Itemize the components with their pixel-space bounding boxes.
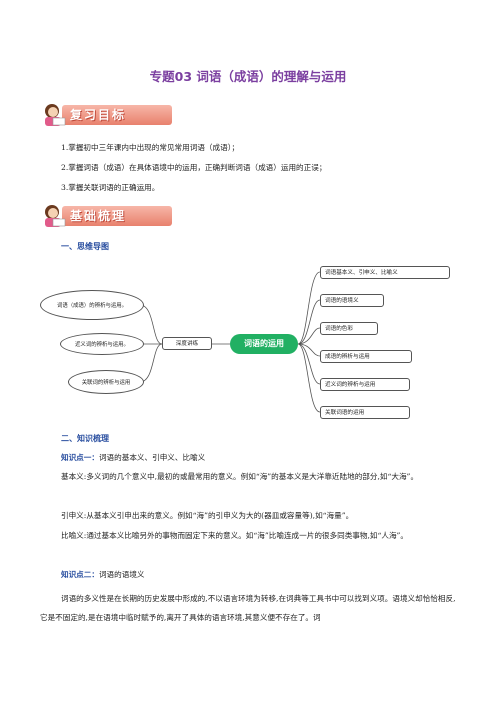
banner-label: 基础梳理 [70, 209, 127, 223]
knowledge-point-title: 词语的语境义 [98, 570, 145, 579]
mindmap-center-node: 词语的运用 [230, 334, 298, 354]
mindmap-right-node: 关联词语的运用 [320, 406, 410, 419]
mindmap-right-node: 近义词的辨析与运用 [320, 378, 410, 391]
paragraph: 基本义:多义词的几个意义中,最初的或最常用的意义。例如“海”的基本义是大洋靠近陆… [61, 472, 419, 481]
paragraph: 引申义:从基本义引申出来的意义。例如“海”的引申义为大的(器皿或容量等),如“海… [61, 511, 354, 520]
banner-label: 复习目标 [70, 108, 127, 122]
goal-item: 2.掌握词语（成语）在具体语境中的运用，正确判断词语（成语）运用的正误； [61, 163, 327, 172]
knowledge-point-heading: 知识点一：词语的基本义、引申义、比喻义 [61, 452, 205, 463]
mindmap-right-node: 词语的色彩 [320, 322, 378, 335]
mindmap-hub-node: 深度讲练 [162, 337, 212, 350]
section-heading: 一、思维导图 [61, 242, 109, 251]
mindmap-left-node: 关联词的辨析与运用 [68, 370, 144, 394]
paragraph: 比喻义:通过基本义比喻另外的事物而固定下来的意义。如“海”比喻连成一片的很多同类… [61, 531, 409, 540]
knowledge-point-heading: 知识点二：词语的语境义 [61, 569, 145, 580]
paragraph: 词语的多义性是在长期的历史发展中形成的,不以语言环境为转移,在词典等工具书中可以… [40, 594, 456, 622]
knowledge-point-label: 知识点一： [61, 453, 99, 462]
mindmap-left-node: 词语（成语）的辨析与运用。 [40, 290, 144, 320]
mindmap-right-node: 词语基本义、引申义、比喻义 [320, 266, 450, 279]
knowledge-point-label: 知识点二： [61, 570, 99, 579]
section-heading: 二、知识梳理 [61, 434, 109, 443]
mindmap-left-node: 近义词的辨析与运用。 [60, 333, 144, 355]
basics-banner: 基础梳理 [40, 203, 190, 227]
mindmap-right-node: 词语的语境义 [320, 294, 384, 307]
review-goals-banner: 复习目标 [40, 102, 190, 126]
girl-reading-icon [45, 104, 66, 126]
page-title: 专题03 词语（成语）的理解与运用 [149, 69, 347, 84]
goal-item: 3.掌握关联词语的正确运用。 [61, 183, 160, 192]
girl-reading-icon [45, 205, 66, 227]
mindmap-right-node: 成语的辨析与运用 [320, 350, 412, 363]
knowledge-point-title: 词语的基本义、引申义、比喻义 [98, 453, 206, 462]
goal-item: 1.掌握初中三年课内中出现的常见常用词语（成语）； [61, 143, 240, 152]
